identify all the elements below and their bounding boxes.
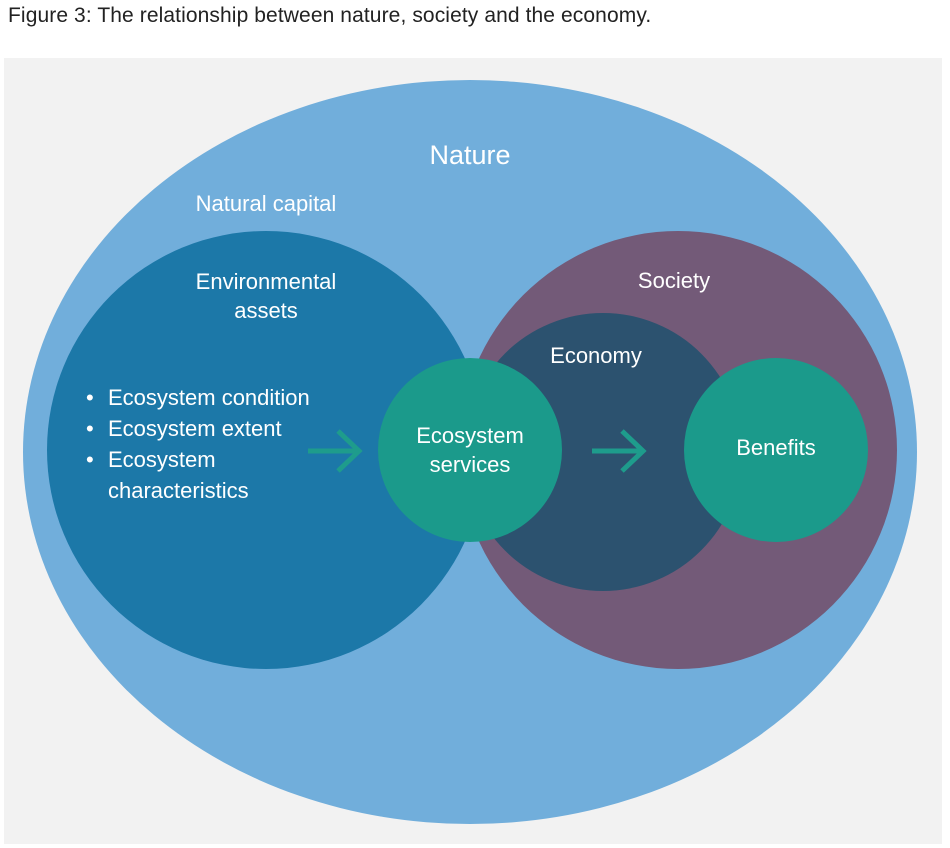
ecosystem-services-circle — [378, 358, 562, 542]
bullet-dot: • — [86, 447, 94, 472]
right-arrow-icon — [592, 429, 647, 473]
bullet-ecosystem-characteristics-line1: Ecosystem — [108, 447, 216, 472]
benefits-label: Benefits — [736, 435, 816, 460]
environmental-assets-label-line2: assets — [234, 298, 298, 323]
society-label: Society — [638, 268, 710, 293]
bullet-dot: • — [86, 416, 94, 441]
figure-caption: Figure 3: The relationship between natur… — [8, 4, 652, 27]
nature-label: Nature — [429, 140, 510, 170]
diagram-canvas: Nature Natural capital Environmental ass… — [4, 58, 942, 844]
benefits-circle — [684, 358, 868, 542]
ecosystem-services-label-line1: Ecosystem — [416, 423, 524, 448]
bullet-ecosystem-characteristics-line2: characteristics — [108, 478, 249, 503]
economy-label: Economy — [550, 343, 642, 368]
bullet-ecosystem-extent: Ecosystem extent — [108, 416, 282, 441]
environmental-assets-label-line1: Environmental — [196, 269, 337, 294]
environmental-assets-circle — [47, 231, 485, 669]
right-arrow-icon — [308, 429, 363, 473]
natural-capital-label: Natural capital — [196, 191, 337, 216]
bullet-ecosystem-condition: Ecosystem condition — [108, 385, 310, 410]
bullet-dot: • — [86, 385, 94, 410]
diagram-svg: Nature Natural capital Environmental ass… — [23, 80, 917, 824]
ecosystem-services-label-line2: services — [430, 452, 511, 477]
